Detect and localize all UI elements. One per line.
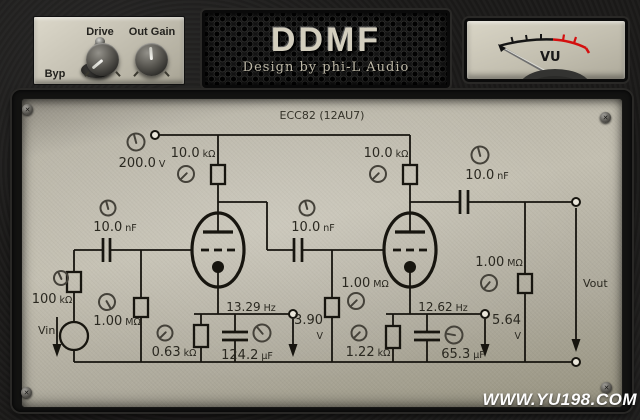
supply-trim-knob-icon[interactable]: [126, 132, 147, 153]
bypass-label: Byp: [44, 68, 66, 80]
cathode-c2-trim-knob-icon[interactable]: [444, 325, 464, 345]
control-panel: Byp Drive Out Gain: [33, 16, 185, 85]
label-cathode2-voltage: 5.64 V: [492, 313, 521, 342]
screw-icon: [601, 382, 612, 393]
brand-tagline: Design by phi-L Audio: [242, 60, 410, 75]
schematic-panel: [21, 98, 623, 408]
output-cap-trim-knob-icon[interactable]: [470, 145, 491, 166]
load-r-trim-knob-icon[interactable]: [478, 272, 501, 295]
plate2-trim-knob-icon[interactable]: [367, 163, 390, 186]
tube2-symbol: [382, 211, 438, 289]
grid1-trim-knob-icon[interactable]: [96, 291, 118, 313]
cathode-c1-trim-knob-icon[interactable]: [250, 321, 274, 345]
label-vin: Vin: [38, 324, 56, 337]
resistor-symbols: [65, 163, 534, 350]
watermark: WWW.YU198.COM: [482, 390, 637, 409]
schematic-title: ECC82 (12AU7): [279, 109, 365, 122]
vin-source-symbol: [58, 320, 90, 352]
vu-meter: VU: [464, 18, 628, 82]
brand-logo: DDMF: [270, 21, 382, 59]
cathode-r2-trim-knob-icon[interactable]: [348, 322, 369, 343]
drive-label: Drive: [86, 26, 114, 38]
screw-icon: [21, 387, 32, 398]
grid2-trim-knob-icon[interactable]: [345, 290, 368, 313]
terminal-nodes: [150, 130, 581, 367]
out-gain-knob[interactable]: [135, 43, 168, 76]
logo-panel: DDMF Design by phi-L Audio: [202, 10, 450, 88]
label-cathode1-voltage: 3.90 V: [294, 313, 323, 342]
tube1-symbol: [190, 211, 246, 289]
vu-label: VU: [540, 50, 561, 65]
vu-meter-scale: VU: [498, 34, 591, 79]
out-gain-label: Out Gain: [128, 26, 176, 38]
label-vout: Vout: [583, 277, 608, 290]
circuit-wires: [56, 134, 577, 363]
bypass-toggle-cap-icon: [95, 37, 105, 46]
cathode-r1-trim-knob-icon[interactable]: [154, 322, 175, 343]
screw-icon: [600, 112, 611, 123]
plate1-trim-knob-icon[interactable]: [175, 163, 198, 186]
capacitor-symbols: [101, 190, 470, 342]
trim-knobs: [52, 132, 501, 345]
coupling-cap-trim-knob-icon[interactable]: [298, 199, 316, 217]
drive-knob[interactable]: [86, 43, 119, 76]
screw-icon: [22, 104, 33, 115]
measurement-arrows: [52, 339, 581, 357]
input-cap-trim-knob-icon[interactable]: [99, 199, 117, 217]
series-r-trim-knob-icon[interactable]: [52, 269, 71, 288]
